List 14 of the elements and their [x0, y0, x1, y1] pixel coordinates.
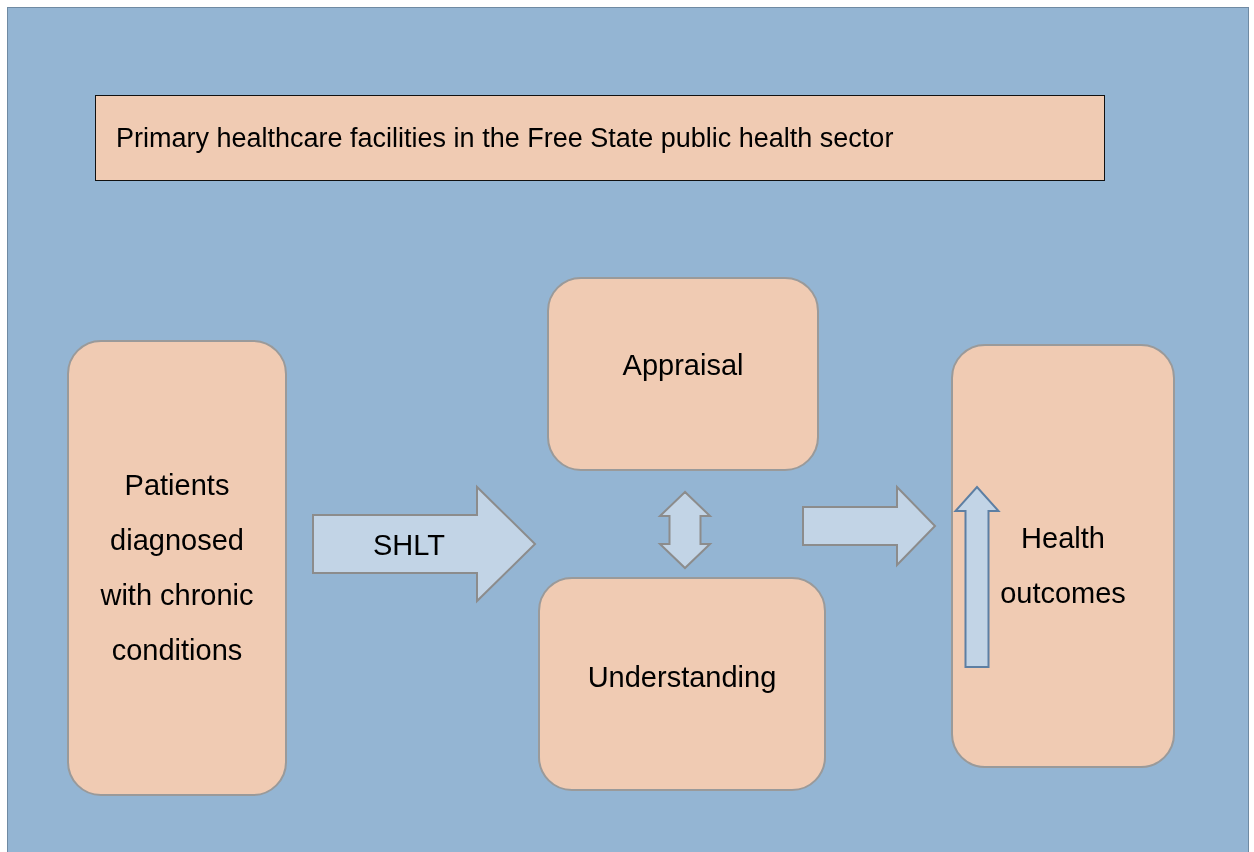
header-box [95, 95, 1105, 181]
rounded-box [538, 577, 826, 791]
block-arrow [312, 484, 537, 604]
rounded-box [951, 344, 1175, 768]
box-text: Patients diagnosed with chronic conditions [99, 467, 255, 669]
box-text: Understanding [587, 660, 777, 696]
box-text: Health outcomes [999, 520, 1127, 611]
rounded-box [67, 340, 287, 796]
block-arrow [802, 484, 937, 568]
box-text: Primary healthcare facilities in the Free State public health sector [116, 121, 894, 155]
rounded-box [547, 277, 819, 471]
edge-label: SHLT [373, 528, 445, 562]
box-text: Appraisal [622, 348, 744, 384]
block-arrow [657, 490, 713, 570]
